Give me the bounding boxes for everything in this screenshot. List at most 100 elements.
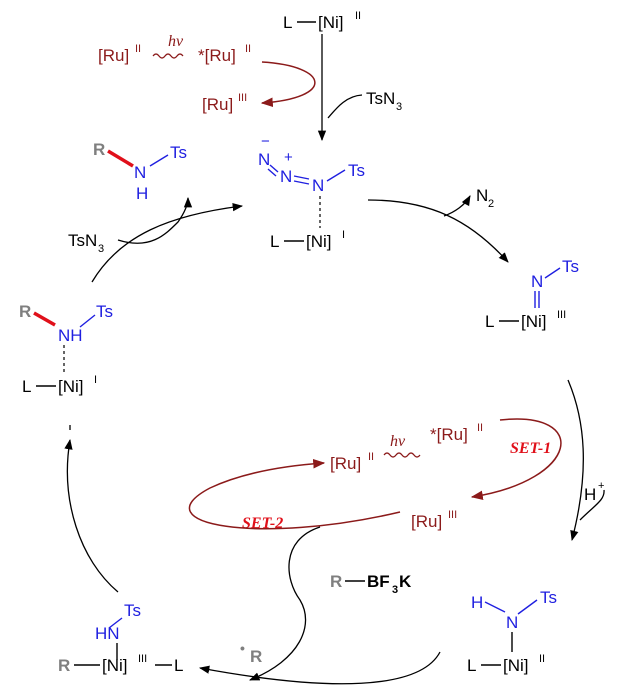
alkyl-hn: HN <box>95 624 120 643</box>
product-release-arrow <box>91 203 244 283</box>
amido-complex: H N Ts L [Ni] II <box>467 588 557 675</box>
borate-r: R <box>330 572 342 591</box>
set2-label: SET-2 <box>242 515 283 532</box>
pr-hv: hν <box>390 433 406 450</box>
alkyl-ni-ox: III <box>138 653 147 665</box>
borate-sub3: 3 <box>392 584 398 596</box>
product-out-arrow <box>117 196 193 244</box>
pr-ru-star: *[Ru] <box>430 425 468 444</box>
nn-bond-2a <box>293 175 310 180</box>
alkyl-l: L <box>174 656 183 675</box>
imido-n-ts-bond <box>544 267 561 279</box>
imido-ts: Ts <box>562 257 579 276</box>
proton-h: H <box>584 485 596 504</box>
amido-n-ts-bond <box>517 599 538 615</box>
product-ts: Ts <box>170 143 187 162</box>
n-ts-bond <box>326 169 346 182</box>
amido-h: H <box>471 593 483 612</box>
tsn3-left-label: TsN <box>68 231 97 250</box>
product-r: R <box>93 140 105 159</box>
tsn3-top-sub: 3 <box>396 101 402 113</box>
pr-ru-star-ox: II <box>477 422 483 434</box>
set2-arrow <box>188 458 401 530</box>
pr-ru-iii: [Ru] <box>411 512 442 531</box>
imido-ni-ox: III <box>557 309 566 321</box>
azide-ni-l: L <box>270 232 279 251</box>
ni-ligand-label: L <box>283 13 292 32</box>
n2-out-arrow <box>443 195 471 217</box>
azide-to-imido-arrow <box>367 199 509 263</box>
nn-bond-1b <box>267 168 277 177</box>
tsn3-entry-curve <box>327 94 363 119</box>
ru-iii-label: [Ru] <box>202 95 233 114</box>
coord-ts: Ts <box>96 302 113 321</box>
product-h: H <box>136 184 148 203</box>
alkyl-ts: Ts <box>124 601 141 620</box>
ni-oxidation-state: II <box>355 10 361 22</box>
tsn3-top: TsN 3 <box>327 89 402 119</box>
n2-release: N 2 <box>367 186 509 263</box>
radical-dot: • <box>240 640 245 656</box>
amido-ni-ox: II <box>539 653 545 665</box>
nn-bond-2b <box>293 180 310 185</box>
amido-ts: Ts <box>540 588 557 607</box>
set1-label: SET-1 <box>510 440 551 457</box>
n-minus: N <box>258 150 270 169</box>
coord-r: R <box>19 302 31 321</box>
amido-h-n-bond <box>484 601 506 613</box>
tsn3-left-sub: 3 <box>98 243 104 255</box>
pr-wavy-light-icon <box>383 452 421 458</box>
ru-star-ox: II <box>245 43 251 55</box>
ni-ii-catalyst: L [Ni] II <box>283 10 361 32</box>
n2-sub: 2 <box>488 198 494 210</box>
amido-n: N <box>506 613 518 632</box>
ru-ii-ox: II <box>135 43 141 55</box>
free-product: R N Ts H <box>93 140 187 203</box>
azide-complex: N − N + N Ts L [Ni] I <box>258 133 365 251</box>
proton: H + <box>584 480 604 504</box>
photoredox-cycle: [Ru] II hν *[Ru] II [Ru] III SET-1 SET-2 <box>188 418 562 532</box>
tsn3-top-label: TsN <box>366 89 395 108</box>
imido-l: L <box>485 312 494 331</box>
alkyl-to-product-complex-arrow <box>64 438 119 593</box>
imido-ni-core: [Ni] <box>521 312 547 331</box>
radical-r: R <box>250 647 262 666</box>
alkyl-hn-ts-bond <box>108 617 123 629</box>
pr-ru-ii-ox: II <box>368 451 374 463</box>
product-ni-i-complex: R NH Ts L [Ni] I <box>19 302 113 396</box>
coord-n-ts-bond <box>79 314 96 328</box>
coord-new-cn-bond <box>33 311 56 327</box>
minus-charge: − <box>261 133 270 150</box>
imido-complex: N Ts L [Ni] III <box>485 257 579 331</box>
ru-ii-label: [Ru] <box>98 46 129 65</box>
coord-ni-core: [Ni] <box>58 377 84 396</box>
coord-nh: NH <box>58 326 83 345</box>
imido-to-amido-arrow <box>567 379 584 542</box>
ru-star-label: *[Ru] <box>198 46 236 65</box>
amido-ni-core: [Ni] <box>503 656 529 675</box>
imido-n: N <box>531 272 543 291</box>
amido-to-alkyl-arrow <box>198 651 441 685</box>
product-n-ts-bond <box>149 154 169 167</box>
pr-ru-iii-ox: III <box>448 509 457 521</box>
ni-core-label: [Ni] <box>318 13 344 32</box>
alkyl-r: R <box>58 656 70 675</box>
borate-bf: BF <box>367 572 390 591</box>
n2-label: N <box>476 186 488 205</box>
radical-generation-arrow <box>249 526 321 681</box>
amido-l: L <box>467 656 476 675</box>
set1-arrow <box>470 418 562 501</box>
plus-charge: + <box>284 149 293 166</box>
alkyl-radical: • R <box>240 640 262 666</box>
wavy-light-icon <box>152 53 184 59</box>
borate-k: K <box>399 572 412 591</box>
azide-ts: Ts <box>348 161 365 180</box>
top-photoactivation: [Ru] II hν *[Ru] II [Ru] III <box>98 33 316 114</box>
alkyl-ni-core: [Ni] <box>102 656 128 675</box>
coord-l: L <box>22 377 31 396</box>
tsn3-left: TsN 3 <box>68 231 104 255</box>
product-new-cn-bond <box>107 149 134 168</box>
ru-oxidation-arrow <box>260 61 316 108</box>
alkyl-ni-iii-complex: Ts HN R [Ni] III L <box>58 601 183 675</box>
